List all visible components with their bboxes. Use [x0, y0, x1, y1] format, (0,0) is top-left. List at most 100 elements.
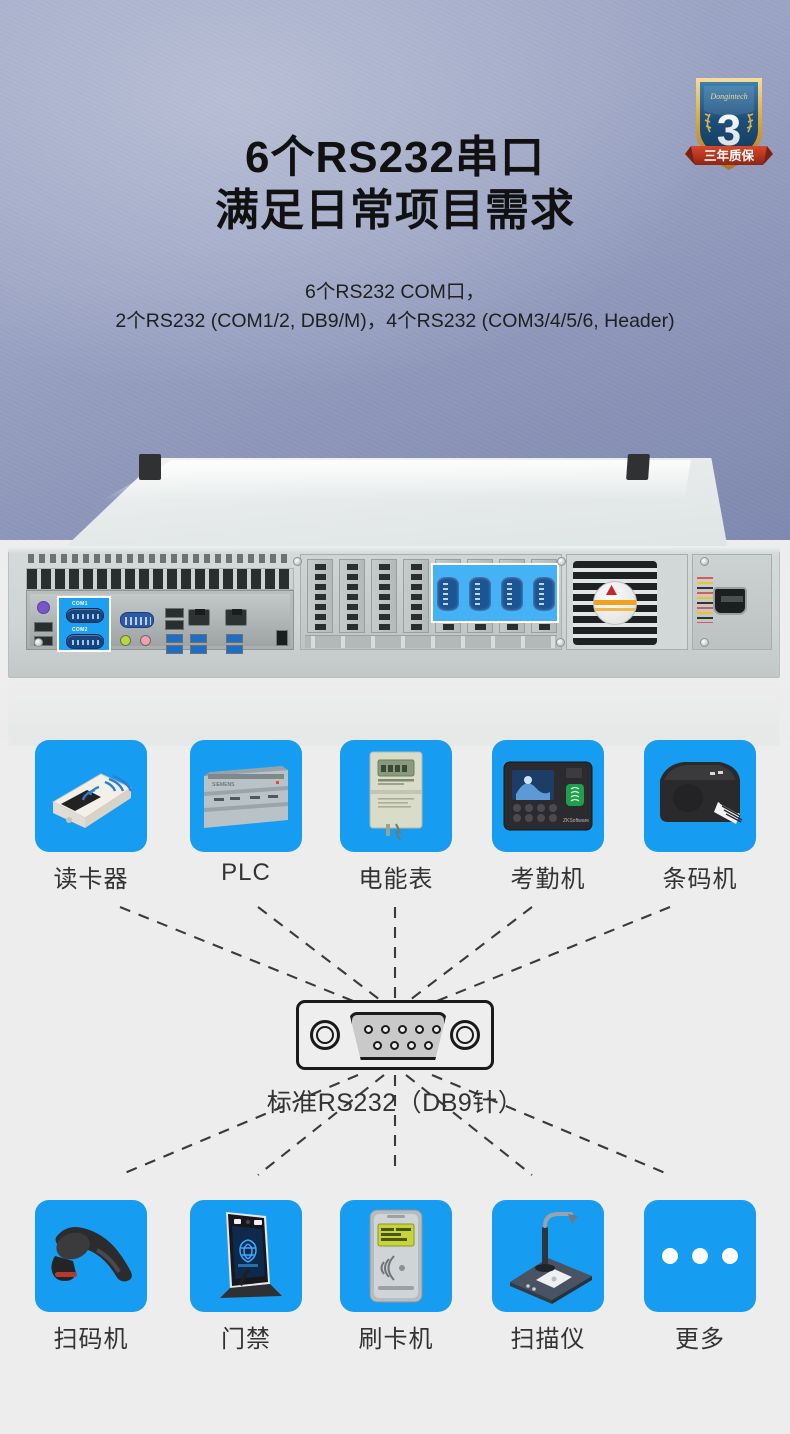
db9-pin [415, 1025, 424, 1034]
plc-icon: SIEMENS [204, 766, 288, 828]
vga-port-icon [120, 612, 154, 628]
chassis-screw [557, 557, 566, 566]
server-panel-topedge [8, 546, 780, 552]
db9-pin [381, 1025, 390, 1034]
db9-pin [398, 1025, 407, 1034]
power-inlet-icon [713, 587, 747, 615]
card-swipe-machine-icon [369, 1209, 423, 1303]
device-label-plc: PLC [221, 859, 271, 886]
slot-foot-rail [305, 635, 557, 648]
device-label-attendance-machine: 考勤机 [510, 866, 586, 893]
io-shield-inner: COM1 COM2 [30, 594, 290, 654]
connector-screw-hole-right [450, 1020, 480, 1050]
device-tile-electric-meter[interactable] [340, 740, 452, 852]
db9-pin [407, 1041, 416, 1050]
usb3-port-icon [226, 634, 243, 643]
fan-label [593, 581, 637, 625]
device-tile-barcode-printer[interactable] [644, 740, 756, 852]
hero-section: 6个RS232串口 满足日常项目需求 6个RS232 COM口， 2个RS232… [0, 0, 790, 540]
ps2-port-icon [37, 601, 50, 614]
vent-slits [28, 554, 290, 563]
device-tile-access-control[interactable] [190, 1200, 302, 1312]
audio-line-out-jack [120, 635, 131, 646]
db9-port-com3 [437, 577, 459, 611]
title-line-2: 满足日常项目需求 [215, 186, 575, 235]
device-tile-plc[interactable]: SIEMENS [190, 740, 302, 852]
device-label-document-scanner: 扫描仪 [510, 1326, 586, 1353]
db9-connector-label: 标准RS232（DB9针） [266, 1089, 524, 1117]
svg-text:SIEMENS: SIEMENS [212, 782, 235, 788]
barcode-printer-icon [660, 762, 743, 824]
svg-text:ZKSoftware: ZKSoftware [563, 818, 589, 824]
usb3-port-icon [166, 645, 183, 654]
electric-meter-icon [369, 751, 423, 841]
com-ports-highlight: COM1 COM2 [57, 596, 111, 652]
db9-port-com1 [66, 608, 104, 623]
com1-label: COM1 [72, 601, 88, 607]
db9-shell [349, 1012, 447, 1060]
chassis-screw [293, 557, 302, 566]
chassis-screw [700, 638, 709, 647]
card-reader-icon [51, 773, 133, 828]
device-label-card-reader: 读卡器 [53, 866, 129, 893]
subtitle-line-1: 6个RS232 COM口， [305, 281, 485, 303]
connection-lines [119, 906, 671, 1176]
displayport-icon [276, 630, 288, 646]
db9-port-com5 [501, 577, 523, 611]
device-tile-barcode-scanner[interactable] [35, 1200, 147, 1312]
db9-pin [432, 1025, 441, 1034]
usb2-port-icon [165, 620, 184, 630]
server-product-image: COM1 COM2 [0, 440, 790, 746]
badge-brand-text: Dongintech [709, 92, 747, 101]
db9-port-com2 [66, 634, 104, 649]
com2-label: COM2 [72, 627, 88, 633]
warranty-badge: Dongintech 3 三年质保 [683, 66, 775, 178]
lan-port-icon [188, 609, 210, 626]
usb2-port-icon [34, 622, 53, 632]
chassis-screw [556, 638, 565, 647]
page-subtitle: 6个RS232 COM口， 2个RS232 (COM1/2, DB9/M)，4个… [0, 278, 790, 336]
vent-grid [26, 568, 294, 590]
usb3-port-icon [166, 634, 183, 643]
device-tile-card-reader[interactable] [35, 740, 147, 852]
device-label-card-swipe-machine: 刷卡机 [358, 1326, 434, 1353]
more-dots-icon [662, 1248, 738, 1264]
device-tile-card-swipe-machine[interactable] [340, 1200, 452, 1312]
expansion-slot [339, 559, 365, 633]
device-tile-attendance-machine[interactable]: ZKSoftware [492, 740, 604, 852]
com3456-ports-highlight [431, 563, 559, 623]
device-label-barcode-printer: 条码机 [662, 866, 738, 893]
document-scanner-icon [510, 1212, 592, 1304]
db9-connector-diagram [296, 1000, 494, 1070]
brand-mark-icon [606, 585, 617, 595]
audio-mic-jack [140, 635, 151, 646]
chassis-screw [700, 557, 709, 566]
device-tile-more[interactable] [644, 1200, 756, 1312]
device-label-barcode-scanner: 扫码机 [53, 1326, 129, 1353]
warranty-badge-icon: Dongintech 3 三年质保 [685, 78, 773, 170]
db9-pin-row-top [364, 1025, 441, 1034]
rack-ear-left [139, 454, 161, 480]
db9-pin [390, 1041, 399, 1050]
psu-fan-housing [566, 554, 688, 650]
db9-pin [373, 1041, 382, 1050]
device-label-electric-meter: 电能表 [358, 866, 434, 893]
db9-pin [424, 1041, 433, 1050]
power-supply-unit [692, 554, 772, 650]
subtitle-line-2: 2个RS232 (COM1/2, DB9/M)，4个RS232 (COM3/4/… [115, 310, 675, 332]
device-label-access-control: 门禁 [221, 1326, 271, 1353]
db9-port-com6 [533, 577, 555, 611]
io-shield: COM1 COM2 [26, 590, 294, 654]
connectivity-diagram: SIEMENS [0, 735, 790, 1395]
attendance-machine-icon: ZKSoftware [503, 761, 593, 831]
expansion-slot [307, 559, 333, 633]
barcode-scanner-icon [51, 1227, 132, 1282]
device-label-more: 更多 [675, 1326, 725, 1353]
chassis-screw [34, 638, 43, 647]
server-lid-highlight [102, 460, 691, 500]
db9-pin [364, 1025, 373, 1034]
usb3-port-icon [190, 634, 207, 643]
device-tile-document-scanner[interactable] [492, 1200, 604, 1312]
usb2-port-icon [165, 608, 184, 618]
